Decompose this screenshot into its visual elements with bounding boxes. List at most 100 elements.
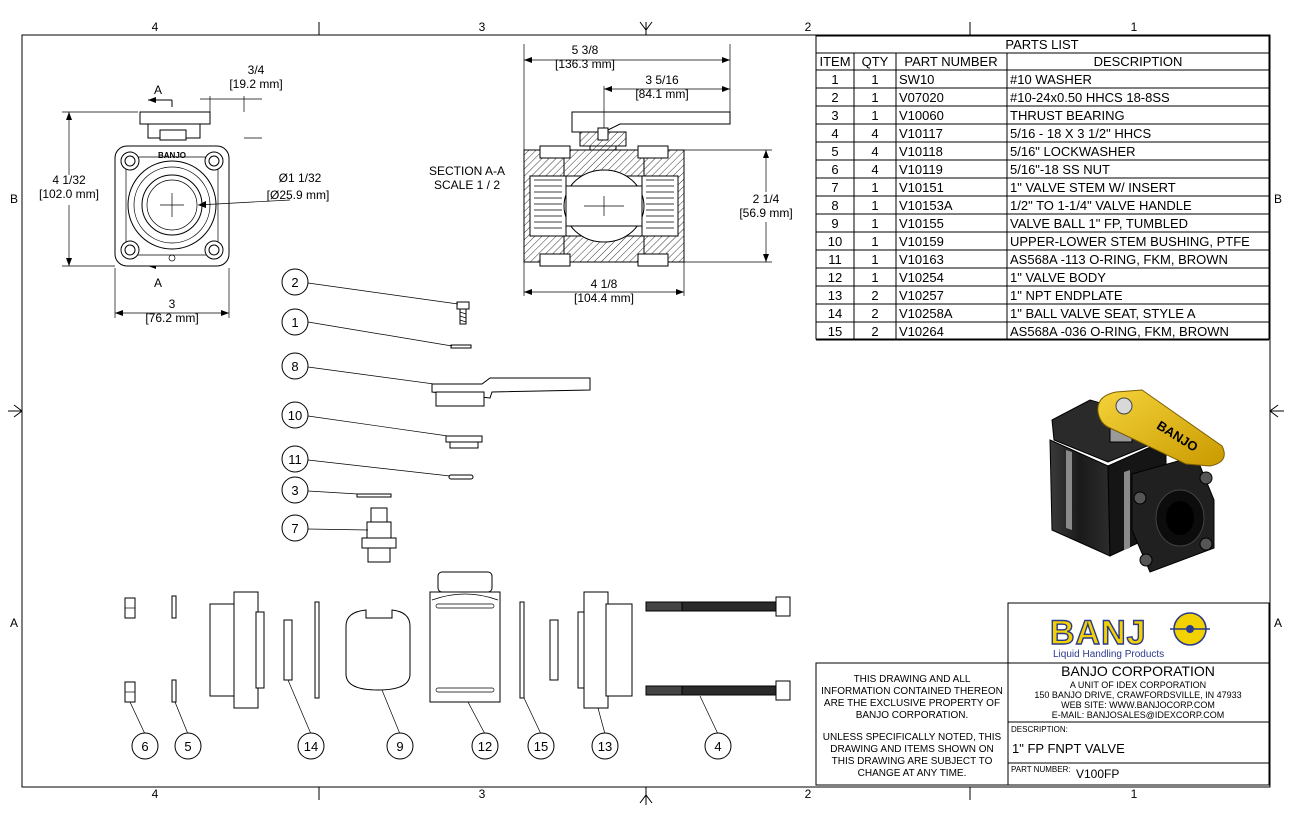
dim-top-offset: 3/4 [19.2 mm] xyxy=(200,63,283,139)
item-callout: 3 xyxy=(281,476,309,504)
part-valve-body xyxy=(429,571,501,703)
item-callout: 1 xyxy=(281,308,309,336)
callout-number: 2 xyxy=(291,275,298,290)
zone-row-left: A xyxy=(10,616,18,630)
callout-number: 8 xyxy=(291,359,298,374)
parts-list-cell: SW10 xyxy=(899,72,934,87)
notice-line: DRAWING AND ITEMS SHOWN ON xyxy=(830,744,994,755)
part-lockwasher xyxy=(171,679,177,703)
parts-list-cell: 2 xyxy=(871,288,878,303)
item-callout: 6 xyxy=(131,732,159,760)
parts-list-cell: 1 xyxy=(871,198,878,213)
callout-number: 12 xyxy=(478,739,492,754)
parts-list-cell: 15 xyxy=(828,324,842,339)
item-callout: 4 xyxy=(704,732,732,760)
ownership-notice: THIS DRAWING AND ALL INFORMATION CONTAIN… xyxy=(821,674,1003,779)
parts-list-cell: V10159 xyxy=(899,234,944,249)
item-callout: 2 xyxy=(281,268,309,296)
column-header: ITEM xyxy=(819,54,850,69)
dim-value: 3 5/16 xyxy=(645,73,679,87)
parts-list-cell: 1" NPT ENDPLATE xyxy=(1010,288,1123,303)
parts-list-table: PARTS LIST ITEM QTY PART NUMBER DESCRIPT… xyxy=(815,35,1270,341)
description-label: DESCRIPTION: xyxy=(1011,725,1068,734)
parts-list-cell: V10117 xyxy=(899,126,943,141)
dim-width: 3 [76.2 mm] xyxy=(114,268,230,325)
notice-line: CHANGE AT ANY TIME. xyxy=(858,768,967,779)
parts-list-cell: 1 xyxy=(871,180,878,195)
parts-list-cell: 5/16"-18 SS NUT xyxy=(1010,162,1110,177)
parts-list-cell: V10264 xyxy=(899,324,944,339)
part-number-value: V100FP xyxy=(1076,767,1119,781)
notice-line: ARE THE EXCLUSIVE PROPERTY OF xyxy=(824,698,1000,709)
parts-list-cell: 1 xyxy=(871,72,878,87)
callout-number: 1 xyxy=(291,315,298,330)
parts-list-cell: V10119 xyxy=(899,162,943,177)
dim-metric: [Ø25.9 mm] xyxy=(267,188,330,202)
dim-value: 3 xyxy=(169,297,176,311)
dim-metric: [104.4 mm] xyxy=(574,291,634,305)
dim-value: 4 1/32 xyxy=(52,173,86,187)
drawing-border xyxy=(8,21,1284,805)
parts-list-cell: V10254 xyxy=(899,270,944,285)
section-view: SECTION A-A SCALE 1 / 2 5 3/8 xyxy=(429,43,793,305)
address-line: E-MAIL: BANJOSALES@IDEXCORP.COM xyxy=(1052,710,1225,720)
callout-number: 15 xyxy=(534,739,548,754)
dim-metric: [84.1 mm] xyxy=(635,87,688,101)
banjo-logo: BANJ Liquid Handling Products xyxy=(1049,612,1210,660)
address-line: 150 BANJO DRIVE, CRAWFORDSVILLE, IN 4793… xyxy=(1034,690,1241,700)
parts-list-cell: V10151 xyxy=(899,180,944,195)
body-logo: BANJO xyxy=(158,151,186,160)
parts-list-cell: 2 xyxy=(871,306,878,321)
parts-list-cell: #10 WASHER xyxy=(1010,72,1092,87)
zone-col-top: 3 xyxy=(479,20,486,34)
dim-value: 4 1/8 xyxy=(591,277,618,291)
item-callout: 5 xyxy=(174,732,202,760)
part-hex-bolt xyxy=(645,596,791,617)
part-valve-seat xyxy=(549,619,559,681)
parts-list-cell: V10118 xyxy=(899,144,943,159)
front-view: A A BANJO 3/4 [19.2 m xyxy=(39,63,329,325)
dim-metric: [19.2 mm] xyxy=(229,77,282,91)
part-valve-stem xyxy=(361,507,397,563)
parts-list-cell: 3 xyxy=(831,108,838,123)
part-body-oring xyxy=(519,601,525,699)
parts-list-cell: 14 xyxy=(828,306,842,321)
item-callout: 15 xyxy=(527,732,555,760)
dim-metric: [136.3 mm] xyxy=(555,57,615,71)
zone-col-bottom: 3 xyxy=(479,787,486,801)
zone-col-top: 4 xyxy=(152,20,159,34)
parts-list-cell: 13 xyxy=(828,288,842,303)
parts-list-cell: VALVE BALL 1" FP, TUMBLED xyxy=(1010,216,1188,231)
dim-metric: [102.0 mm] xyxy=(39,187,99,201)
callout-number: 11 xyxy=(288,452,302,467)
description-value: 1" FP FNPT VALVE xyxy=(1012,741,1125,756)
parts-list-cell: AS568A -036 O-RING, FKM, BROWN xyxy=(1010,324,1229,339)
parts-list-cell: 5 xyxy=(831,144,838,159)
dim-metric: [76.2 mm] xyxy=(145,311,198,325)
parts-list-cell: 10 xyxy=(828,234,842,249)
zone-col-top: 1 xyxy=(1131,20,1138,34)
parts-list-cell: UPPER-LOWER STEM BUSHING, PTFE xyxy=(1010,234,1250,249)
parts-list-cell: 1 xyxy=(871,270,878,285)
item-callout: 14 xyxy=(297,732,325,760)
part-lockwasher xyxy=(171,595,177,619)
dim-length: 4 1/8 [104.4 mm] xyxy=(523,262,685,305)
callout-number: 14 xyxy=(304,739,318,754)
parts-list-cell: V10163 xyxy=(899,252,944,267)
column-header: DESCRIPTION xyxy=(1094,54,1183,69)
parts-list-cell: 5/16 - 18 X 3 1/2" HHCS xyxy=(1010,126,1152,141)
parts-list-cell: AS568A -113 O-RING, FKM, BROWN xyxy=(1010,252,1228,267)
parts-list-cell: 1" VALVE BODY xyxy=(1010,270,1106,285)
dim-body-height: 2 1/4 [56.9 mm] xyxy=(684,149,793,263)
section-letter: A xyxy=(154,83,162,97)
dim-value: 2 1/4 xyxy=(753,192,780,206)
notice-line: THIS DRAWING AND ALL xyxy=(854,674,971,685)
parts-list-cell: 5/16" LOCKWASHER xyxy=(1010,144,1136,159)
parts-list-cell: 1 xyxy=(871,90,878,105)
item-callout: 10 xyxy=(281,401,309,429)
column-header: QTY xyxy=(862,54,889,69)
parts-list-cell: 1 xyxy=(871,234,878,249)
part-body-oring xyxy=(314,601,320,699)
part-valve-seat xyxy=(283,619,293,681)
notice-line: BANJO CORPORATION. xyxy=(856,710,969,721)
